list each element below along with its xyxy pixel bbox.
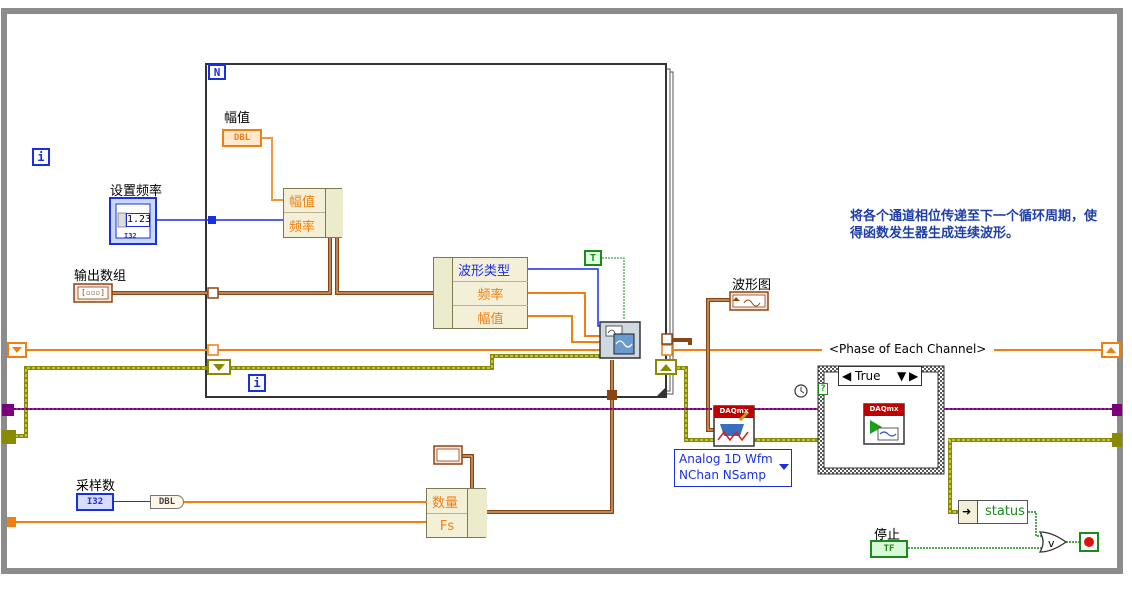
wire-boolean (602, 257, 625, 320)
bundle-row-fs[interactable]: Fs (439, 518, 455, 534)
amplitude-label: 幅值 (224, 111, 251, 126)
probe-array-constant[interactable] (433, 445, 463, 465)
bundle-row-count[interactable]: 数量 (427, 489, 467, 514)
set-frequency-value: 1.23 (126, 213, 152, 227)
chevron-left-icon[interactable]: ◀ (842, 369, 852, 383)
daqmx-write-banner: DAQmx (719, 407, 749, 415)
polymorphic-line-1: Analog 1D Wfm (679, 452, 773, 466)
daqmx-start-vi[interactable] (863, 403, 905, 445)
daqmx-write-vi[interactable] (713, 405, 755, 447)
svg-text:v: v (1048, 537, 1055, 550)
inner-iteration-terminal: i (248, 374, 266, 392)
error-probe[interactable]: ? (818, 383, 828, 395)
outer-iteration-terminal: i (32, 148, 50, 166)
waveform-graph-terminal[interactable] (729, 291, 769, 311)
sample-count-control[interactable]: I32 (76, 493, 114, 511)
unbundle-status[interactable]: ➜ status (958, 500, 1028, 524)
comment-text: 将各个通道相位传递至下一个循环周期，使得函数发生器生成连续波形。 (850, 209, 1098, 241)
bundle-row-frequency[interactable]: 频率 (289, 219, 316, 235)
case-selector[interactable]: ◀ True ▼ ▶ (838, 366, 922, 386)
set-frequency-label: 设置频率 (110, 184, 163, 199)
stop-control[interactable]: TF (870, 540, 908, 558)
true-constant[interactable]: T (584, 250, 602, 266)
amplitude-control[interactable]: DBL (222, 129, 262, 147)
bundle-row-amplitude[interactable]: 幅值 (284, 189, 325, 213)
or-function[interactable]: v (1038, 531, 1068, 553)
waveform-graph-label: 波形图 (732, 278, 772, 293)
bundle-by-name-timing[interactable]: 数量 Fs (426, 488, 487, 538)
sample-count-label: 采样数 (76, 479, 116, 494)
bundle-row-frequency[interactable]: 频率 (453, 282, 528, 306)
chevron-down-icon[interactable]: ▼ (897, 369, 907, 383)
bundle-by-name-waveform[interactable]: 波形类型 频率 幅值 (433, 257, 528, 329)
polymorphic-line-2: NChan NSamp (679, 468, 766, 482)
to-dbl-conversion[interactable]: DBL (150, 495, 184, 509)
wait-timer-icon (794, 384, 808, 398)
shift-register-label: <Phase of Each Channel> (826, 342, 990, 356)
stop-label: 停止 (874, 528, 901, 543)
inner-loop-count-terminal[interactable]: N (208, 64, 226, 80)
output-array-type: [▫▫▫] (80, 288, 106, 297)
chevron-right-icon[interactable]: ▶ (909, 369, 919, 383)
set-frequency-type: I32 (124, 232, 137, 240)
outer-while-loop[interactable] (1, 8, 1123, 574)
case-selector-value: True (855, 369, 881, 383)
sine-waveform-vi[interactable] (599, 321, 641, 359)
bundle-row-waveform-type[interactable]: 波形类型 (453, 258, 528, 282)
unbundle-status-label: status (985, 504, 1025, 519)
daqmx-start-banner: DAQmx (869, 405, 899, 413)
output-array-control[interactable] (73, 283, 113, 303)
loop-condition-stop[interactable] (1079, 532, 1099, 552)
polymorphic-selector[interactable]: Analog 1D Wfm NChan NSamp (674, 449, 792, 487)
chevron-down-icon[interactable] (779, 464, 789, 470)
arrow-right-icon: ➜ (962, 505, 972, 518)
bundle-by-name-top[interactable]: 幅值 频率 (283, 188, 343, 238)
bundle-row-amplitude[interactable]: 幅值 (477, 312, 504, 327)
output-array-label: 输出数组 (74, 269, 127, 284)
